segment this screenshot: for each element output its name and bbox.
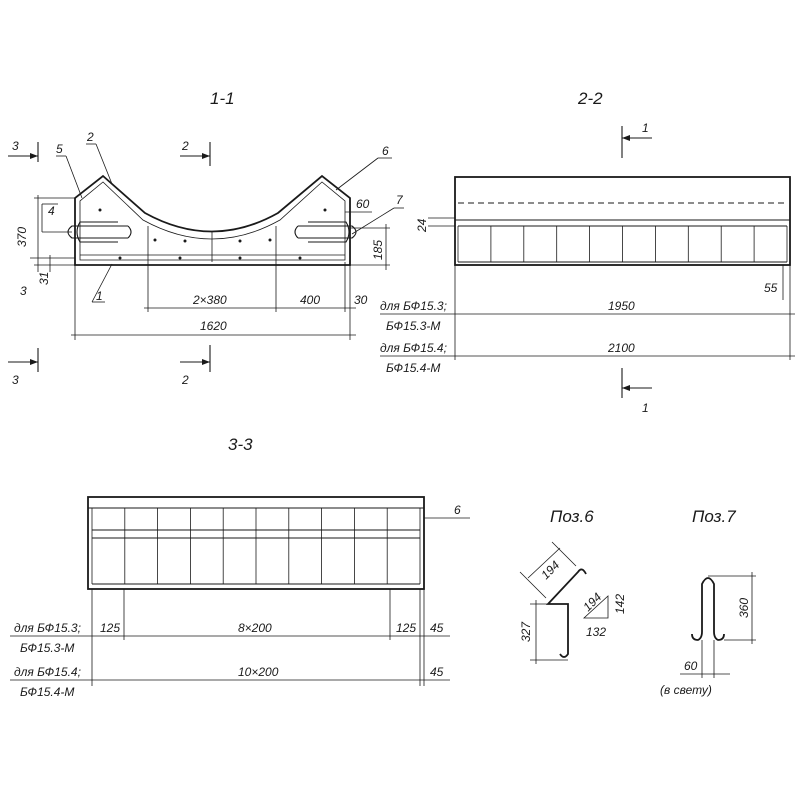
svg-text:2: 2 [181, 373, 189, 387]
leader-pos7 [351, 207, 395, 235]
pos-5-label: 5 [56, 142, 63, 156]
dim-185: 185 [371, 240, 385, 260]
label-bf154m: БФ15.4-М [386, 361, 440, 375]
dim-8x200: 8×200 [238, 621, 272, 635]
label-bf154m-plan: БФ15.4-М [20, 685, 74, 699]
lifting-loop-right-inner [308, 221, 350, 243]
detail-poz-7: Поз.7 360 60 (в свету) [660, 507, 756, 697]
dim-10x200: 10×200 [238, 665, 279, 679]
block-outline [74, 174, 351, 266]
dim-194a: 194 [538, 558, 562, 582]
cut-marker-2-bottom: 2 [180, 345, 211, 387]
side-view-outline [454, 176, 791, 266]
cut-marker-3-top: 3 [8, 139, 39, 162]
section-1-1-title: 1-1 [210, 89, 235, 108]
cut-marker-3-bottom: 3 [8, 348, 39, 387]
section-2-2-title: 2-2 [577, 89, 603, 108]
svg-text:1: 1 [642, 121, 649, 135]
dim-1950: 1950 [608, 299, 635, 313]
section-2-2: 2-2 1 1 24 55 1950 для БФ15.3; БФ15.3 [380, 89, 795, 415]
lifting-loop-right [294, 225, 357, 239]
stirrup-grid-2-2 [457, 226, 788, 262]
label-bf153m-plan: БФ15.3-М [20, 641, 74, 655]
svg-text:2: 2 [181, 139, 189, 153]
label-bf153-plan: для БФ15.3; [14, 621, 81, 635]
reinforcement-cage [79, 181, 346, 261]
dim-24: 24 [415, 218, 429, 233]
dim-132: 132 [586, 625, 606, 639]
dim-2100: 2100 [607, 341, 635, 355]
svg-text:3: 3 [12, 139, 19, 153]
leader-pos6 [335, 157, 379, 191]
note-clear-span: (в свету) [660, 683, 712, 697]
section-3-3-title: 3-3 [228, 435, 253, 454]
cut-marker-1-top: 1 [621, 121, 652, 158]
pos-2-label: 2 [86, 130, 94, 144]
cut-marker-2-top: 2 [180, 139, 211, 166]
plan-view-outline [87, 496, 425, 590]
label-bf154-plan: для БФ15.4; [14, 665, 81, 679]
dim-125b: 125 [396, 621, 416, 635]
leader-pos1 [91, 263, 113, 303]
slope-triangle [582, 595, 609, 619]
pos-4-label: 4 [48, 204, 55, 218]
label-bf153m: БФ15.3-М [386, 319, 440, 333]
dim-327: 327 [519, 621, 533, 642]
label-bf154: для БФ15.4; [380, 341, 447, 355]
rebar-dots [98, 208, 327, 260]
rebar-poz6 [545, 568, 587, 658]
detail-poz-6: Поз.6 194 194 142 132 327 [519, 507, 627, 664]
svg-text:1: 1 [642, 401, 649, 415]
leader-pos5 [65, 155, 83, 199]
label-bf153: для БФ15.3; [380, 299, 447, 313]
dim-2x380: 2×380 [192, 293, 227, 307]
dim-55: 55 [764, 281, 778, 295]
pos-6-plan-label: 6 [454, 503, 461, 517]
dim-194a-line [527, 547, 561, 579]
pos-7-label: 7 [396, 193, 404, 207]
rebar-poz7 [691, 577, 725, 641]
poz-7-title: Поз.7 [692, 507, 736, 526]
pos-1-label: 1 [96, 289, 103, 303]
dim-142: 142 [613, 594, 627, 614]
dim-30: 30 [354, 293, 368, 307]
dim-370: 370 [15, 227, 29, 247]
stirrup-grid-3-3 [91, 508, 421, 584]
marker-3-side: 3 [20, 284, 27, 298]
dim-360: 360 [737, 598, 751, 618]
dim-1620: 1620 [200, 319, 227, 333]
section-1-1: 1-1 2 5 6 7 [8, 89, 404, 387]
dim-400: 400 [300, 293, 320, 307]
section-3-3: 3-3 6 125 8×200 125 45 для БФ15.3; БФ15.… [10, 435, 470, 699]
dim-60-poz7: 60 [684, 659, 698, 673]
leader-pos2 [95, 143, 113, 185]
dim-31: 31 [37, 272, 51, 285]
dim-125a: 125 [100, 621, 120, 635]
dim-60: 60 [356, 197, 370, 211]
lifting-loop-left-inner [76, 221, 118, 243]
dim-45a: 45 [430, 621, 444, 635]
dim-45b: 45 [430, 665, 444, 679]
dim-194b: 194 [580, 590, 604, 614]
cut-marker-1-bottom: 1 [621, 368, 652, 415]
pos-6-label: 6 [382, 144, 389, 158]
svg-text:3: 3 [12, 373, 19, 387]
poz-6-title: Поз.6 [550, 507, 594, 526]
